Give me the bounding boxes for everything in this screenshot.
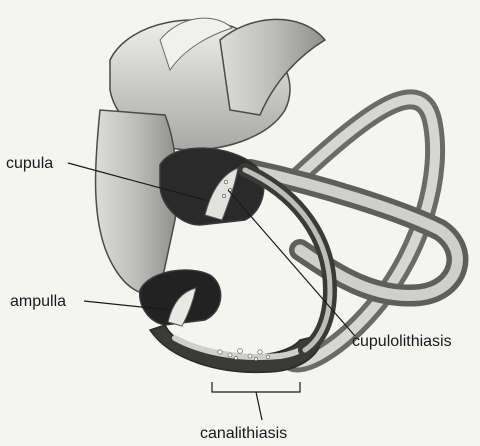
canalithiasis-bracket bbox=[212, 382, 300, 392]
canalithiasis-leader-line bbox=[256, 392, 262, 420]
canalithiasis-label: canalithiasis bbox=[200, 426, 287, 442]
lower-canal bbox=[150, 325, 321, 372]
cupulolithiasis-label: cupulolithiasis bbox=[352, 334, 452, 350]
cupula-label: cupula bbox=[6, 156, 53, 172]
ampulla-label: ampulla bbox=[10, 294, 66, 310]
